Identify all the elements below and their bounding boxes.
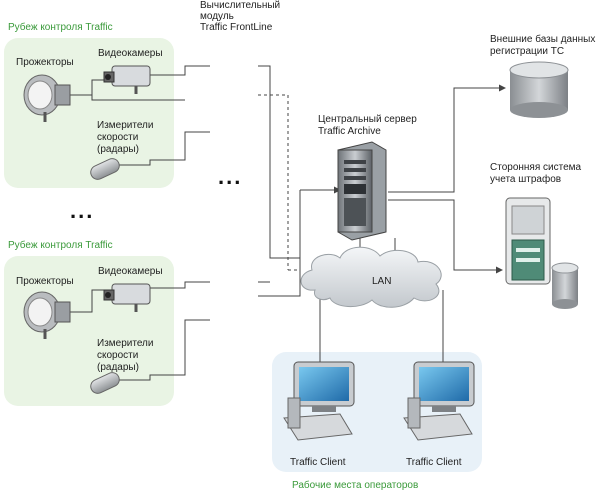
lan-label: LAN [372, 276, 392, 287]
projectors-label-2: Прожекторы [16, 276, 74, 287]
central-server-label-line1: Центральный сервер [318, 114, 417, 125]
backbone-wires [258, 65, 506, 362]
client-label-2: Traffic Client [406, 457, 462, 468]
camera-2 [103, 283, 151, 312]
radars-label-1-line2: скорости [97, 132, 139, 143]
compute-module-label-line3: Traffic FrontLine [200, 22, 273, 33]
operators-area-title: Рабочие места операторов [292, 480, 419, 491]
central-server-label-line2: Traffic Archive [318, 126, 381, 137]
projector-2 [23, 291, 71, 339]
projectors-label-1: Прожекторы [16, 57, 74, 68]
external-db-icon [509, 61, 569, 118]
central-server-icon [337, 141, 387, 241]
external-db-label-line1: Внешние базы данных [490, 34, 596, 45]
radars-label-2-line1: Измерители [97, 338, 154, 349]
radars-label-2-line2: скорости [97, 350, 139, 361]
zone1-wires [70, 65, 210, 166]
projector-1 [23, 74, 71, 122]
external-db-label-line2: регистрации ТС [490, 46, 565, 57]
radar-2 [90, 372, 120, 394]
compute-module-label-line2: модуль [200, 11, 234, 22]
control-zone-panel-1 [4, 38, 174, 188]
radar-1 [90, 158, 120, 180]
zone2-wires [70, 281, 210, 381]
fines-system-label-line1: Сторонняя система [490, 162, 582, 173]
workstation-1 [283, 361, 355, 441]
fines-system-label-line2: учета штрафов [490, 174, 562, 185]
workstation-2 [403, 361, 475, 441]
zone-1-title: Рубеж контроля Traffic [8, 22, 113, 33]
client-label-1: Traffic Client [290, 457, 346, 468]
camera-1 [103, 65, 151, 94]
compute-module-label-line1: Вычислительный [200, 0, 281, 11]
more-modules-ellipsis: ... [218, 164, 243, 189]
cameras-label-2: Видеокамеры [98, 266, 163, 277]
fines-server-icon [505, 197, 579, 309]
lan-cloud [300, 246, 442, 308]
radars-label-1-line3: (радары) [97, 144, 139, 155]
more-zones-ellipsis: ... [70, 198, 95, 223]
control-zone-panel-2 [4, 256, 174, 406]
cameras-label-1: Видеокамеры [98, 48, 163, 59]
radars-label-2-line3: (радары) [97, 362, 139, 373]
zone-2-title: Рубеж контроля Traffic [8, 240, 113, 251]
radars-label-1-line1: Измерители [97, 120, 154, 131]
